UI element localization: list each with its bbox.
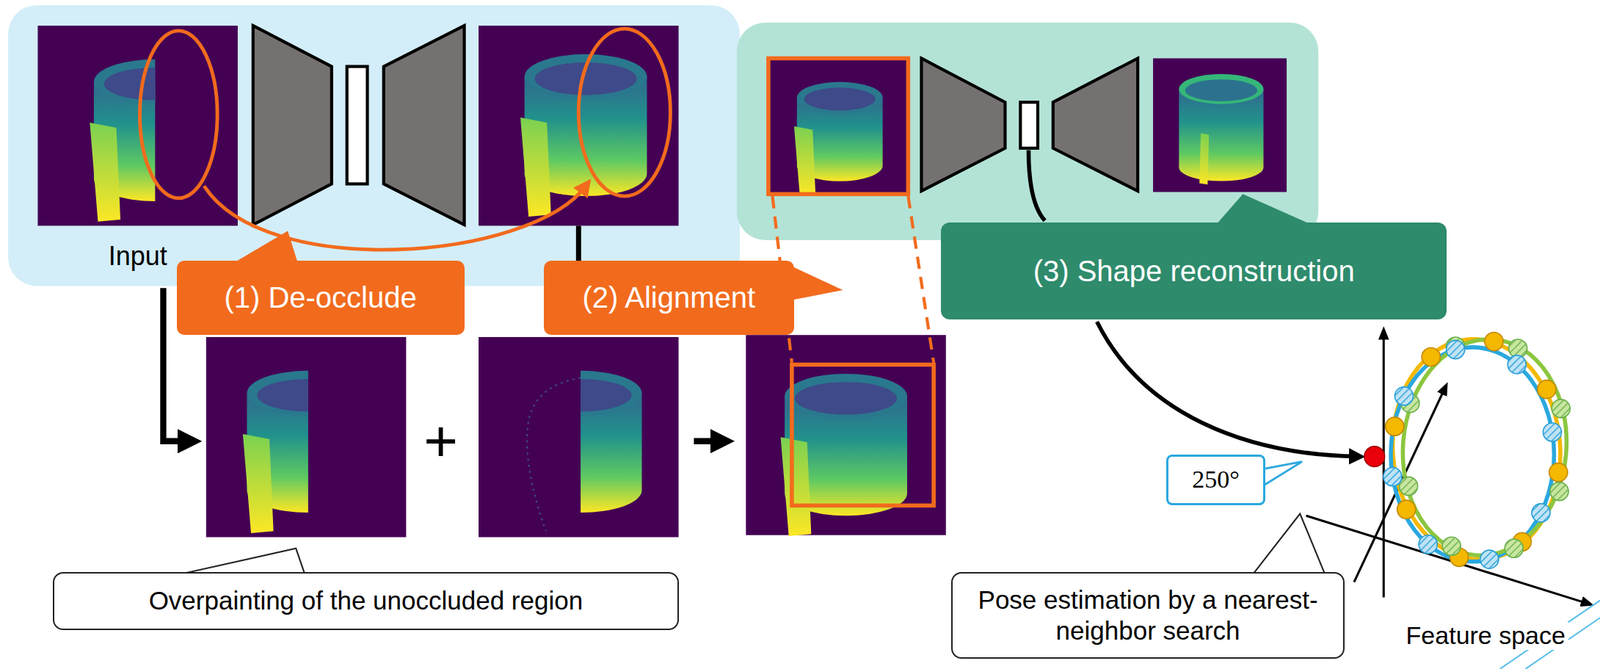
axis-label: Feature space — [1403, 621, 1569, 649]
step-callout: (1) De-occlude — [176, 260, 465, 335]
query-point — [1364, 446, 1385, 467]
depth-image — [206, 336, 407, 538]
feature-orbit — [1390, 347, 1554, 562]
crop-frame — [768, 57, 908, 194]
callout-tail — [1249, 513, 1327, 578]
feature-point — [1531, 503, 1551, 522]
feature-point — [1418, 535, 1438, 554]
feature-point — [1399, 476, 1418, 495]
feature-point — [1442, 536, 1461, 555]
feature-point — [1550, 482, 1569, 501]
depth-image — [37, 25, 238, 227]
callout-text: Pose estimation by a nearest-neighbor se… — [964, 584, 1333, 646]
feature-point — [1385, 416, 1405, 436]
callout-text: Overpainting of the unoccluded region — [148, 584, 584, 616]
plus-sign: + — [420, 408, 461, 474]
feature-point — [1394, 386, 1413, 406]
callout-tail — [1259, 461, 1303, 489]
region-marker — [578, 28, 671, 196]
feature-point — [1383, 467, 1402, 486]
angle-callout: 250° — [1166, 454, 1266, 506]
feature-point — [1507, 355, 1526, 374]
feature-point — [1551, 399, 1570, 418]
depth-image — [768, 57, 909, 196]
latent-line — [1028, 150, 1045, 221]
feature-point — [1421, 347, 1440, 366]
feature-point — [1397, 499, 1416, 519]
note-callout: Overpainting of the unoccluded region — [52, 571, 679, 630]
step-callout: (2) Alignment — [543, 260, 795, 335]
crop-guide — [772, 195, 934, 363]
callout-text: (1) De-occlude — [223, 279, 417, 315]
callout-text: (2) Alignment — [582, 279, 756, 315]
callout-tail — [786, 263, 844, 301]
flow-line — [576, 225, 582, 263]
axis — [1306, 332, 1589, 603]
depth-image — [745, 334, 946, 536]
callout-text: (3) Shape reconstruction — [1033, 253, 1355, 289]
depth-image — [478, 336, 679, 538]
stage-panel — [736, 22, 1319, 240]
callout-text: 250° — [1191, 464, 1240, 495]
depth-image — [1153, 57, 1287, 192]
stage-panel — [8, 5, 740, 286]
feature-point — [1542, 422, 1562, 442]
feature-point — [1446, 340, 1465, 359]
transfer-arrow — [204, 185, 586, 250]
feature-point — [1504, 538, 1523, 558]
callout-tail — [232, 230, 298, 263]
flow-arrow — [693, 438, 723, 445]
feature-point — [1549, 463, 1568, 482]
feature-point — [1537, 380, 1556, 399]
crop-frame — [791, 364, 934, 506]
note-callout: Pose estimation by a nearest-neighbor se… — [951, 571, 1346, 659]
autoencoder — [253, 25, 465, 225]
input-label: Input — [105, 241, 171, 271]
latent-arrow — [1097, 321, 1358, 457]
feature-orbit — [1393, 332, 1576, 563]
feature-orbit — [1385, 333, 1568, 565]
step-callout: (3) Shape reconstruction — [940, 222, 1448, 320]
region-marker — [139, 30, 218, 199]
feature-point — [1484, 332, 1504, 351]
feature-point — [1480, 549, 1499, 569]
